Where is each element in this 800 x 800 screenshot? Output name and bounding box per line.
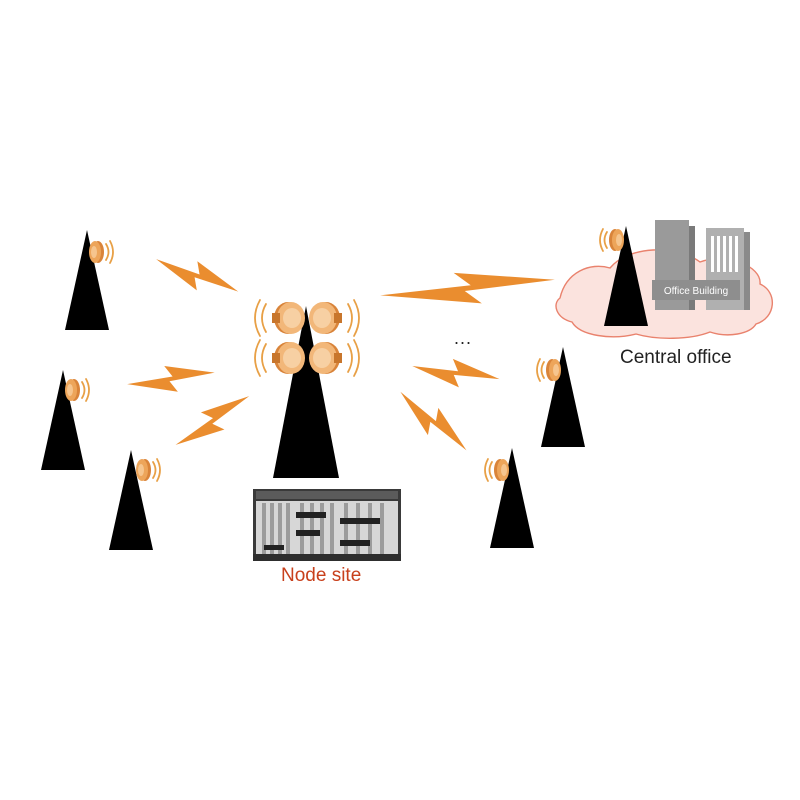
cell-tower-icon (65, 218, 114, 330)
microwave-antenna-icon (254, 299, 360, 377)
cell-tower-icon (599, 214, 648, 326)
node-site-label: Node site (281, 565, 362, 586)
radio-link-bolt-icon (125, 249, 560, 460)
cell-tower-icon (109, 438, 161, 550)
central-office-label: Central office (620, 347, 732, 368)
network-equipment-chassis-icon (253, 489, 401, 561)
cell-tower-icon (41, 358, 90, 470)
cell-tower-icon (484, 436, 534, 548)
more-nodes-ellipsis: ... (454, 328, 473, 348)
cell-tower-icon (536, 335, 585, 447)
office-building-label: Office Building (664, 286, 728, 297)
office-building-icon: Office Building (652, 220, 750, 310)
